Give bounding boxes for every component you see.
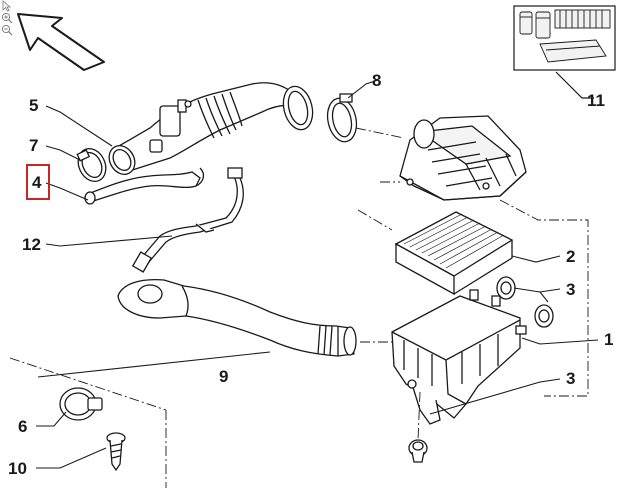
orientation-arrow-icon — [17, 13, 105, 71]
grommet-part-3-lower[interactable] — [408, 439, 428, 463]
filter-housing-cover[interactable] — [399, 115, 527, 201]
filter-kit-box[interactable] — [513, 5, 616, 71]
hose-clamp-part-8[interactable] — [324, 93, 361, 144]
leader-lines — [36, 79, 599, 469]
callout-6[interactable]: 6 — [18, 417, 28, 436]
view-tools — [1, 0, 13, 36]
callout-7[interactable]: 7 — [29, 136, 39, 155]
select-icon[interactable] — [1, 0, 13, 12]
zoom-in-icon[interactable] — [1, 12, 13, 24]
callout-4[interactable]: 4 — [32, 173, 42, 192]
vacuum-line-part-12[interactable] — [131, 167, 244, 273]
selected-part-highlight — [26, 164, 50, 200]
screw-part-10[interactable] — [106, 432, 126, 472]
breather-hose-part-4[interactable] — [84, 167, 205, 205]
callout-1[interactable]: 1 — [604, 330, 614, 349]
air-filter-element-part-2[interactable] — [394, 211, 514, 296]
assembly-lines — [9, 127, 589, 488]
callout-12[interactable]: 12 — [22, 235, 41, 254]
callout-5[interactable]: 5 — [29, 96, 39, 115]
filter-housing-box-part-1[interactable] — [391, 289, 527, 425]
hose-clamp-part-7[interactable] — [73, 144, 111, 186]
callout-10[interactable]: 10 — [8, 459, 27, 478]
callout-8[interactable]: 8 — [372, 71, 382, 90]
callout-11[interactable]: 11 — [587, 91, 605, 110]
air-duct-hose-part-9[interactable] — [117, 278, 357, 357]
callout-2[interactable]: 2 — [566, 247, 576, 266]
callout-9[interactable]: 9 — [219, 367, 229, 386]
zoom-out-icon[interactable] — [1, 24, 13, 36]
hose-clamp-part-6[interactable] — [59, 387, 103, 421]
intake-duct-part-5[interactable] — [104, 82, 317, 179]
callout-3-upper[interactable]: 3 — [566, 280, 576, 299]
callout-3-lower[interactable]: 3 — [566, 369, 576, 388]
